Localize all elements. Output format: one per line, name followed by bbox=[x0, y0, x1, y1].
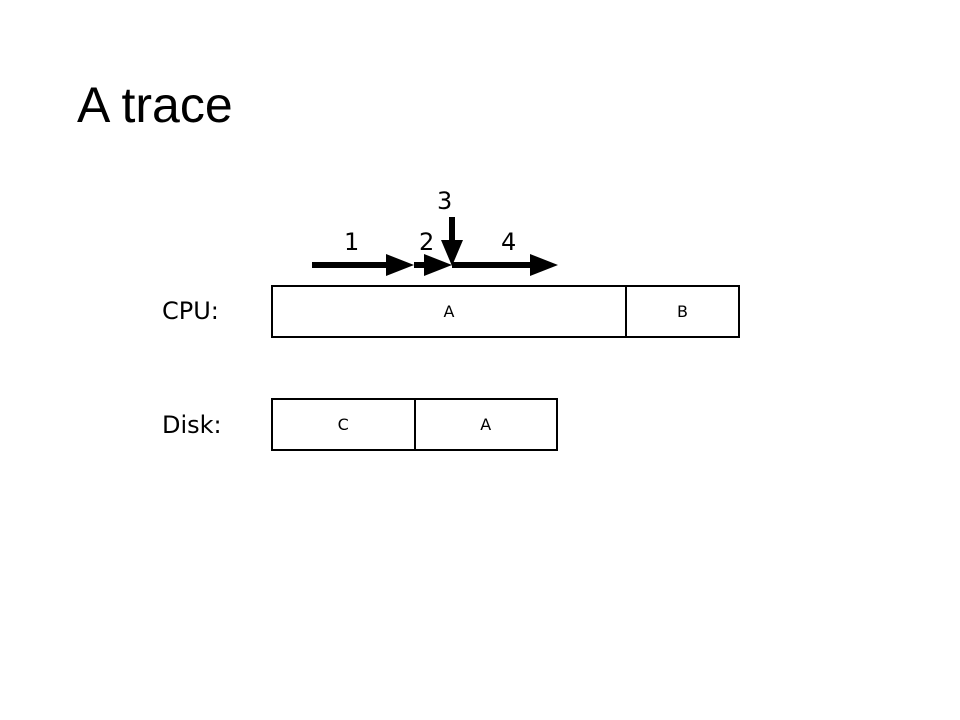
arrow-step-2 bbox=[414, 254, 452, 276]
cpu-row-label: CPU: bbox=[162, 297, 219, 325]
cpu-segment-b: B bbox=[624, 287, 738, 336]
step-label-1: 1 bbox=[344, 228, 360, 256]
cpu-segment-a: A bbox=[443, 302, 455, 321]
slide-title: A trace bbox=[77, 77, 233, 133]
disk-timeline: C A bbox=[271, 398, 558, 451]
cpu-timeline: A B bbox=[271, 285, 740, 338]
step-label-3: 3 bbox=[437, 187, 453, 215]
step-label-4: 4 bbox=[501, 228, 517, 256]
disk-segment-c: C bbox=[337, 415, 349, 434]
arrow-step-1 bbox=[312, 254, 414, 276]
arrow-step-4 bbox=[452, 254, 558, 276]
disk-segment-a: A bbox=[413, 400, 557, 449]
arrow-step-3 bbox=[441, 217, 463, 266]
step-label-2: 2 bbox=[419, 228, 435, 256]
disk-row-label: Disk: bbox=[162, 411, 222, 439]
